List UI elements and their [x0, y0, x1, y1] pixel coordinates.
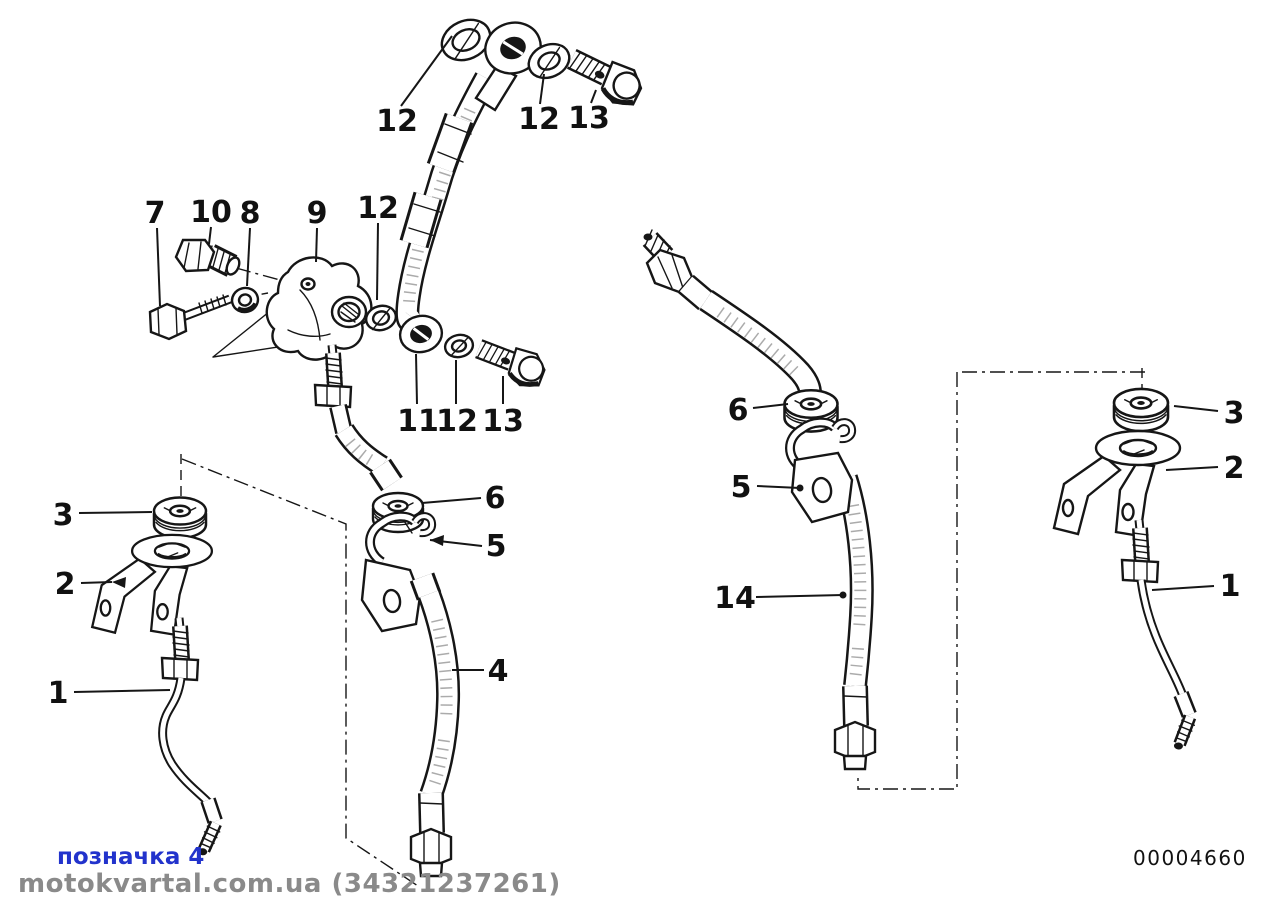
hex-bolt-7 [148, 294, 232, 341]
front-right-brake-hose-group [1052, 387, 1197, 751]
leader-line [156, 227, 161, 307]
callout-12: 12 [436, 404, 478, 439]
lower-union-fitting [315, 345, 388, 476]
leader-line [376, 222, 379, 301]
distributor-fitting-9 [265, 256, 373, 361]
distributor-assembly [148, 238, 549, 476]
callout-2: 2 [1224, 451, 1245, 486]
hose-ferrule [399, 191, 443, 249]
brake-hose-1 [1136, 579, 1197, 751]
callout-6: 6 [728, 393, 749, 428]
callout-4: 4 [488, 654, 509, 689]
watermark-text: motokvartal.com.ua (34321237261) [18, 869, 561, 899]
callout-11: 11 [397, 404, 439, 439]
brake-hose-1 [158, 677, 224, 857]
mark-link[interactable]: позначка 4 [57, 844, 205, 870]
callout-12: 12 [518, 102, 560, 137]
leader-line [752, 403, 789, 409]
callout-13: 13 [568, 101, 610, 136]
leader-arrow [430, 535, 444, 546]
leader-line [1173, 405, 1219, 412]
leader-line [1151, 585, 1215, 591]
callout-1: 1 [48, 676, 69, 711]
leader-line [80, 581, 113, 584]
sealing-washer-12 [443, 333, 475, 359]
leader-line [756, 485, 801, 489]
callout-7: 7 [145, 196, 166, 231]
callout-3: 3 [53, 498, 74, 533]
leader-arrow [112, 577, 126, 588]
sealing-washer-12 [440, 18, 492, 62]
leader-line [78, 511, 153, 514]
hose-ferrule [426, 112, 474, 174]
leader-line [73, 689, 171, 693]
top-banjo-hose-assembly [395, 18, 646, 333]
callout-13: 13 [482, 404, 524, 439]
leader-line [1165, 466, 1219, 471]
leader-line [315, 227, 318, 263]
leader-dot [839, 591, 847, 599]
brake-hose-14 [699, 290, 875, 769]
leader-line [539, 73, 545, 105]
callout-8: 8 [240, 196, 261, 231]
callout-5: 5 [731, 470, 752, 505]
pipe-union-fitting [642, 229, 714, 311]
center-brake-hose-group [360, 458, 451, 876]
callout-6: 6 [485, 481, 506, 516]
leader-line [415, 353, 418, 405]
banjo-bolt-13 [472, 334, 549, 391]
leader-line [590, 89, 597, 104]
sealing-washer-12 [527, 42, 571, 80]
bracket-2 [1052, 429, 1182, 538]
banjo-union [474, 21, 542, 112]
washer-8 [230, 286, 260, 314]
leader-line [246, 227, 251, 287]
front-left-brake-hose-group [91, 496, 224, 857]
center-right-brake-hose-group [642, 229, 876, 769]
bracket-plate [790, 451, 854, 524]
bracket-2 [91, 533, 214, 636]
leader-dot [796, 484, 804, 492]
callout-3: 3 [1224, 396, 1245, 431]
grommet-3 [152, 496, 208, 540]
right-group-boundary-line [857, 371, 1146, 790]
document-number: 00004660 [1133, 846, 1247, 870]
plug-bolt-10 [174, 238, 241, 277]
callout-1: 1 [1220, 569, 1241, 604]
callout-12: 12 [376, 104, 418, 139]
brake-hose-4 [411, 572, 451, 876]
sealing-washer-12 [364, 304, 398, 332]
leader-line [208, 226, 212, 245]
banjo-union-11 [398, 314, 444, 354]
callout-2: 2 [55, 567, 76, 602]
callout-5: 5 [486, 529, 507, 564]
leader-line [400, 35, 453, 107]
callout-10: 10 [190, 195, 232, 230]
leader-line [421, 497, 482, 504]
callout-12: 12 [357, 191, 399, 226]
grommet-3 [1112, 387, 1170, 433]
bracket-plate [360, 558, 422, 633]
leader-line [755, 594, 844, 598]
callout-14: 14 [714, 581, 756, 616]
callout-9: 9 [307, 196, 328, 231]
left-group-boundary-line [181, 458, 419, 887]
